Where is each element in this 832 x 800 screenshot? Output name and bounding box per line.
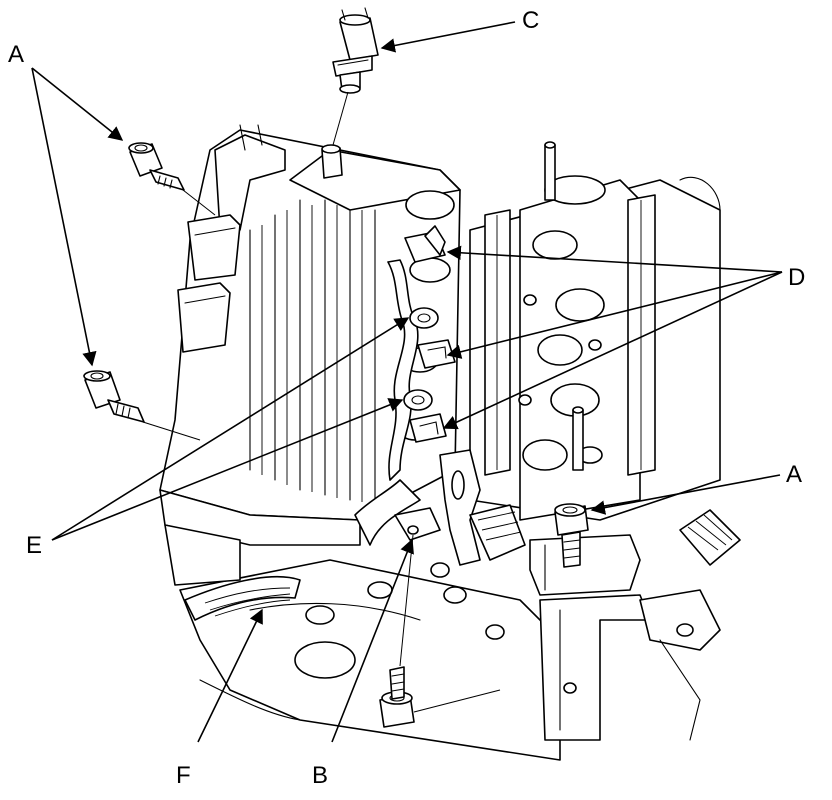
harness-band-e-lower [403,389,433,411]
callout-a-right: A [786,461,802,488]
engine-block [179,559,721,761]
part-c-cap [332,7,379,94]
harness-clip-d-lower [409,413,447,443]
harness-clip-d-middle [417,339,456,369]
callout-b: B [312,762,328,789]
leader-lines [31,21,783,743]
leader-d-lower [442,271,783,430]
part-a-bolt-lower [83,370,145,423]
part-a-bolt-right [554,503,589,568]
harness-band-e-upper [409,307,439,329]
part-b-bolt [379,666,415,728]
leader-a-right [590,474,781,515]
wire-harness [354,225,456,546]
leader-e-lower [51,398,404,541]
leader-d-middle [446,271,783,359]
harness-bracket [394,507,441,541]
support-bracket [439,449,641,596]
leader-e-upper [51,317,410,541]
callout-labels: A C D A E F B [8,7,805,789]
callout-f: F [176,762,191,789]
leader-c [380,21,516,53]
callout-d: D [788,264,805,291]
callout-c: C [522,7,539,34]
leader-b [331,538,414,743]
leader-a-upper [31,67,124,141]
leader-d-upper [446,245,783,273]
part-a-bolt-upper [128,142,185,191]
leader-a-lower [31,67,97,367]
callout-a-left: A [8,41,24,68]
leader-f [197,608,263,743]
callout-e: E [26,532,42,559]
